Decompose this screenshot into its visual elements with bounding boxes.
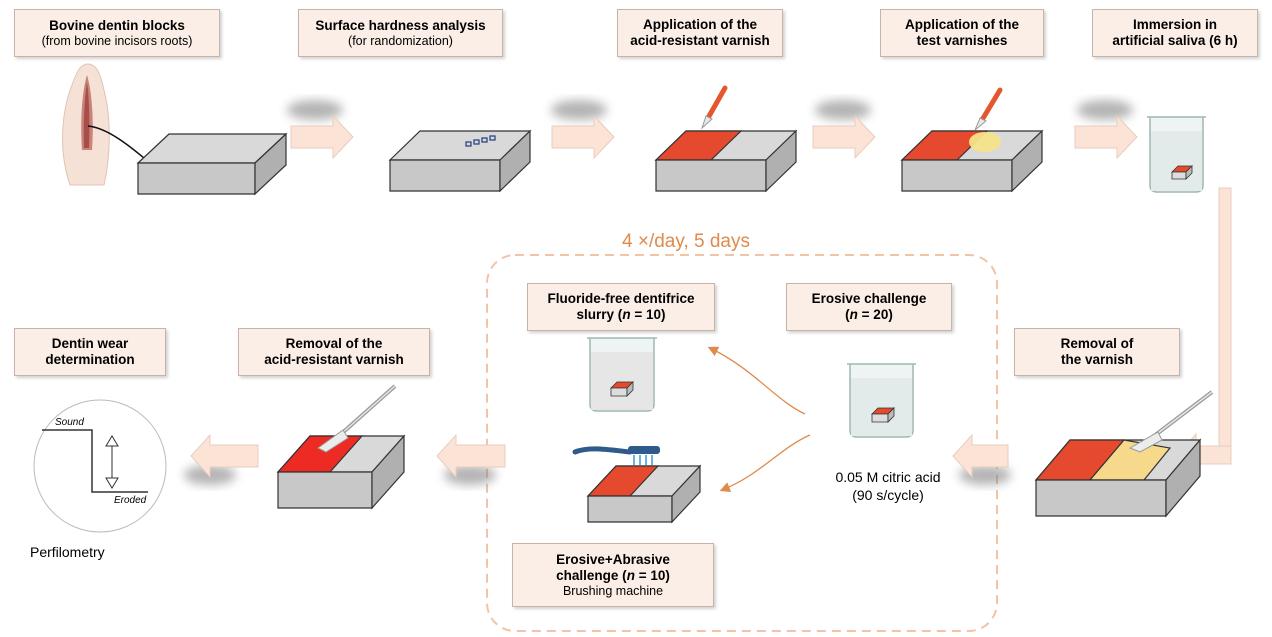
citric-acid-line1: 0.05 M citric acid [835, 469, 941, 485]
dentin-block-removal-right [1034, 390, 1214, 518]
flow-arrow-1 [287, 100, 354, 160]
perfilometry-caption: Perfilometry [30, 544, 105, 560]
dentin-block-4 [900, 87, 1044, 193]
step-title-line1: Erosive challenge [811, 291, 927, 306]
citric-acid-beaker [847, 363, 916, 438]
brush-icon [974, 87, 1003, 131]
flow-connector-right [1177, 187, 1232, 478]
n-value: = 10) [630, 307, 666, 322]
dentin-block-3 [654, 85, 798, 193]
step-title-line2: artificial saliva (6 h) [1112, 33, 1238, 48]
profile-plot [33, 399, 167, 533]
step-title-line2: test varnishes [916, 33, 1008, 48]
tooth-icon [62, 63, 173, 186]
step-subtitle: (from bovine incisors roots) [41, 33, 193, 48]
flow-arrow-2 [551, 100, 615, 160]
step-fluoride-free-slurry: Fluoride-free dentifrice slurry (n = 10) [527, 283, 715, 331]
step-title-line2: slurry (n = 10) [528, 307, 714, 323]
mini-block [871, 407, 895, 423]
dentin-block-brushing [586, 464, 702, 524]
step-title-line1: Removal of the [285, 336, 383, 351]
flow-arrow-4 [1074, 100, 1138, 160]
step-title-line2: acid-resistant varnish [264, 352, 404, 367]
step-erosive-abrasive: Erosive+Abrasive challenge (n = 10) Brus… [512, 543, 714, 607]
slurry-beaker [587, 337, 657, 412]
cycle-arrow-down [719, 434, 811, 492]
step-surface-hardness: Surface hardness analysis (for randomiza… [298, 9, 503, 57]
step-title-line2: challenge (n = 10) [513, 568, 713, 584]
citric-acid-label: 0.05 M citric acid (90 s/cycle) [798, 468, 978, 504]
n-symbol: n [849, 307, 858, 322]
scalpel-icon [317, 384, 397, 453]
dentin-block-1 [136, 132, 288, 196]
step-title-line2: (n = 20) [787, 307, 951, 323]
step-subtitle: Brushing machine [562, 583, 664, 598]
step-dentin-wear: Dentin wear determination [14, 328, 166, 376]
step-title: Surface hardness analysis [315, 17, 486, 33]
cycle-frequency-label: 4 ×/day, 5 days [622, 231, 750, 252]
step-title-line1: Application of the [905, 17, 1019, 32]
cycle-frame [486, 254, 998, 632]
step-removal-of-varnish: Removal of the varnish [1014, 328, 1180, 376]
step-test-varnishes: Application of the test varnishes [880, 9, 1044, 57]
profile-eroded-label: Eroded [114, 495, 147, 506]
step-title-line1: Fluoride-free dentifrice [547, 291, 695, 306]
step-title-line1: Removal of [1060, 336, 1134, 351]
n-prefix: ( [845, 307, 850, 322]
indentation-marks [465, 135, 496, 147]
step-title-line1: Immersion in [1132, 17, 1218, 32]
dentin-block-2 [388, 129, 532, 193]
step-artificial-saliva: Immersion in artificial saliva (6 h) [1092, 9, 1258, 57]
n-symbol: n [622, 307, 631, 322]
mini-block [610, 381, 634, 397]
step-removal-acid-resistant: Removal of the acid-resistant varnish [238, 328, 430, 376]
profile-sound-label: Sound [55, 417, 84, 428]
step-title-line2: the varnish [1060, 352, 1134, 367]
saliva-beaker [1147, 116, 1206, 193]
step-title-line2: acid-resistant varnish [630, 33, 770, 48]
citric-acid-line2: (90 s/cycle) [852, 487, 924, 503]
flow-arrow-6 [436, 433, 506, 485]
step-title-line2: determination [45, 352, 135, 367]
toothbrush-icon [572, 446, 660, 465]
step-title-line1: Erosive+Abrasive [556, 551, 670, 567]
step-bovine-dentin-blocks: Bovine dentin blocks (from bovine inciso… [14, 9, 220, 57]
cycle-arrow-up [707, 346, 806, 415]
step-title-line1: Application of the [643, 17, 757, 32]
step-erosive-challenge: Erosive challenge (n = 20) [786, 283, 952, 331]
n-prefix: challenge ( [556, 567, 627, 583]
n-value: = 10) [634, 567, 670, 583]
flow-arrow-7 [184, 433, 259, 485]
n-prefix: slurry ( [576, 307, 623, 322]
flow-arrow-5 [952, 433, 1011, 485]
scalpel-icon [1128, 390, 1214, 453]
step-title: Bovine dentin blocks [49, 17, 185, 33]
flow-arrow-3 [812, 100, 876, 160]
step-subtitle: (for randomization) [348, 33, 453, 48]
n-symbol: n [626, 567, 635, 583]
mini-block [1171, 165, 1193, 180]
dentin-block-removal-left [276, 384, 406, 510]
n-value: = 20) [857, 307, 893, 322]
brush-icon [700, 85, 728, 130]
step-acid-resistant-varnish: Application of the acid-resistant varnis… [617, 9, 783, 57]
step-title-line1: Dentin wear [51, 336, 129, 351]
